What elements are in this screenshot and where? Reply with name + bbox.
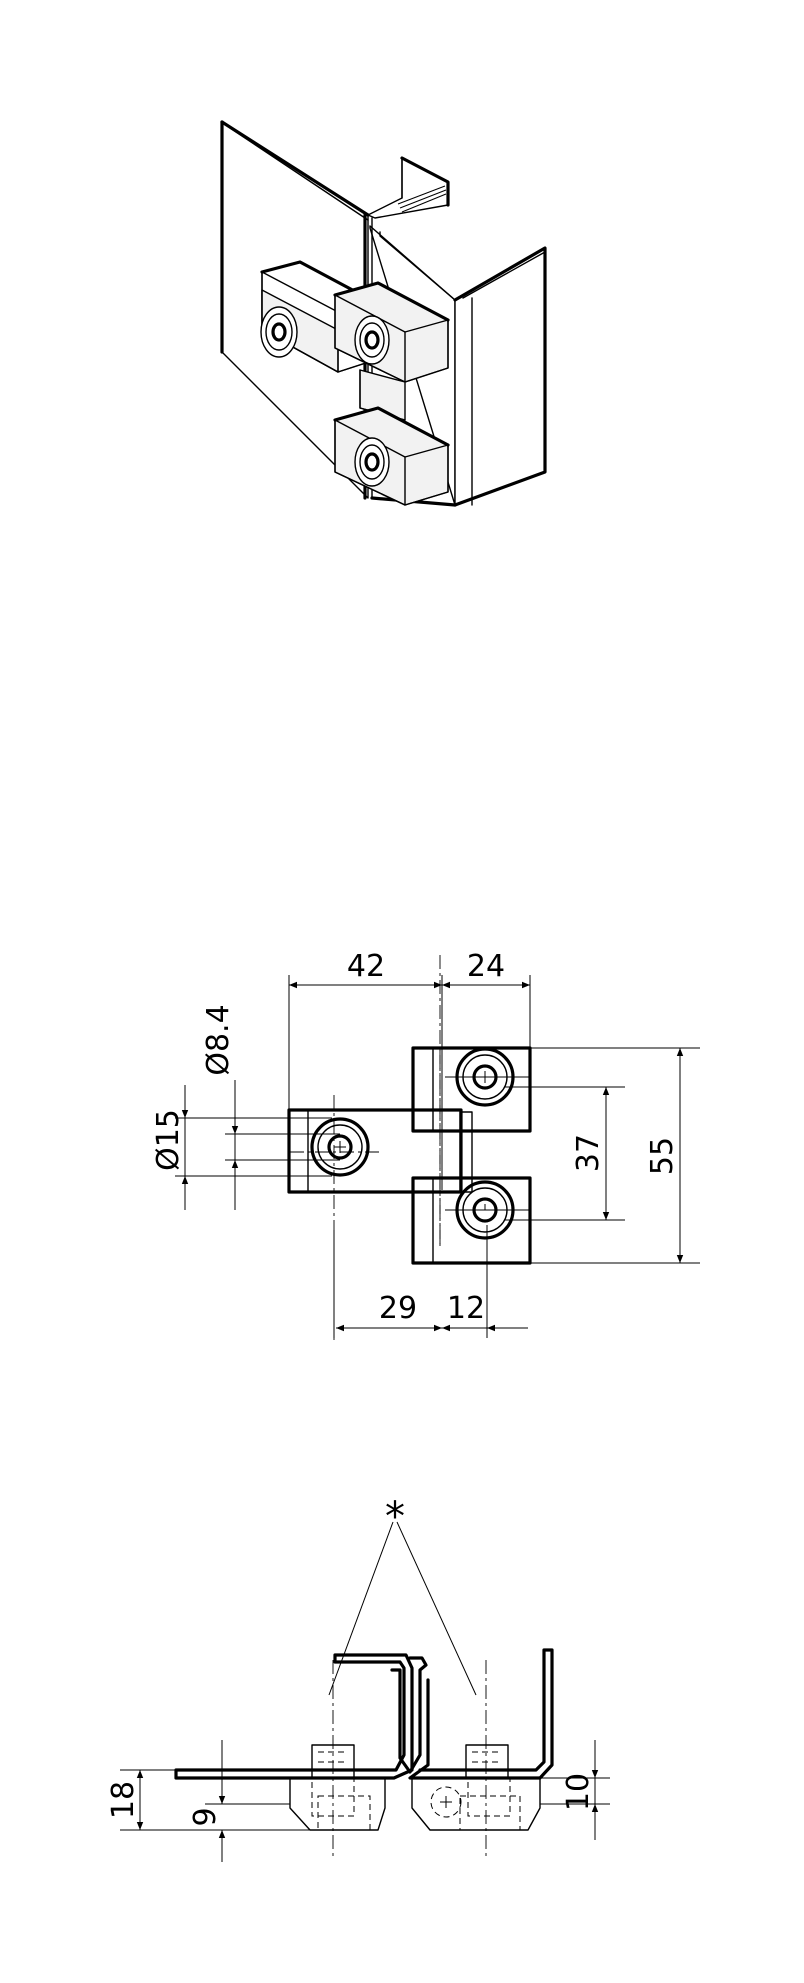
- dimension-18: 18: [106, 1781, 141, 1819]
- dimension-24: 24: [467, 949, 505, 984]
- dimension-37: 37: [571, 1134, 606, 1172]
- dimension-55: 55: [645, 1137, 680, 1175]
- isometric-view: [220, 120, 547, 507]
- screw-head-icon: [310, 1117, 370, 1177]
- screw-head-icon: [354, 437, 390, 487]
- bolt-hidden-icon: [430, 1786, 462, 1818]
- side-view: *: [106, 1494, 610, 1862]
- screw-head-icon: [260, 306, 298, 358]
- dimension-10: 10: [561, 1773, 596, 1811]
- dimension-dia-8-4: Ø8.4: [201, 1004, 236, 1075]
- dimension-12: 12: [447, 1291, 485, 1326]
- dimension-42: 42: [347, 949, 385, 984]
- front-view: 42 24 37 55 Ø8.4 Ø15 29 12: [151, 949, 700, 1340]
- dimension-9: 9: [188, 1807, 223, 1826]
- dimension-dia-15: Ø15: [151, 1109, 186, 1171]
- screw-head-icon: [354, 315, 390, 365]
- dimension-29: 29: [379, 1291, 417, 1326]
